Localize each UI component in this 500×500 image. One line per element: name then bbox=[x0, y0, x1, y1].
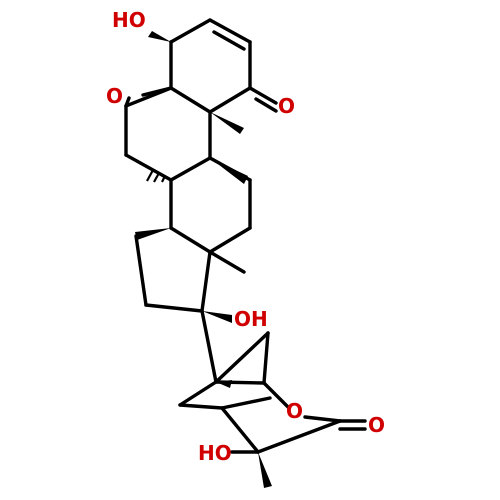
bond bbox=[178, 380, 218, 407]
bond bbox=[200, 309, 218, 384]
bond bbox=[212, 30, 246, 51]
lactone-carbonyl-oxygen-label: O bbox=[368, 413, 385, 437]
wedge-bond bbox=[210, 158, 248, 184]
wedge-bond bbox=[148, 31, 171, 42]
epoxide-oxygen-label: O bbox=[106, 84, 123, 108]
bond bbox=[208, 226, 252, 254]
bond bbox=[262, 331, 270, 385]
bond bbox=[248, 86, 278, 105]
bond bbox=[144, 303, 204, 313]
wedge-bond bbox=[210, 112, 244, 134]
wedge-bond bbox=[135, 228, 171, 240]
bond bbox=[220, 396, 272, 410]
lactone-ring-oxygen-label: O bbox=[286, 399, 303, 423]
bond bbox=[169, 86, 212, 114]
bond bbox=[220, 406, 260, 454]
bond bbox=[134, 234, 148, 307]
bond bbox=[178, 403, 224, 410]
bond bbox=[208, 86, 252, 114]
bond bbox=[124, 96, 131, 108]
bond bbox=[262, 381, 291, 410]
wedge-bond bbox=[202, 311, 232, 323]
bond bbox=[214, 331, 270, 384]
bond bbox=[208, 18, 252, 44]
bond bbox=[303, 415, 342, 423]
hydroxyl-label-middle: OH bbox=[234, 307, 268, 331]
bond bbox=[124, 153, 173, 182]
bond bbox=[214, 380, 266, 385]
bond bbox=[256, 419, 342, 454]
bond bbox=[200, 250, 212, 313]
bond bbox=[208, 250, 246, 274]
bond bbox=[124, 86, 173, 108]
bond bbox=[169, 18, 212, 44]
bond bbox=[254, 97, 278, 113]
bond bbox=[169, 226, 212, 254]
hydroxyl-label-top: HO bbox=[112, 8, 146, 32]
bond bbox=[169, 156, 212, 182]
wedge-bond bbox=[258, 452, 272, 488]
ketone-oxygen-label: O bbox=[278, 94, 295, 118]
hydroxyl-label-bottom: HO bbox=[198, 441, 232, 465]
hash-bond bbox=[146, 169, 166, 183]
